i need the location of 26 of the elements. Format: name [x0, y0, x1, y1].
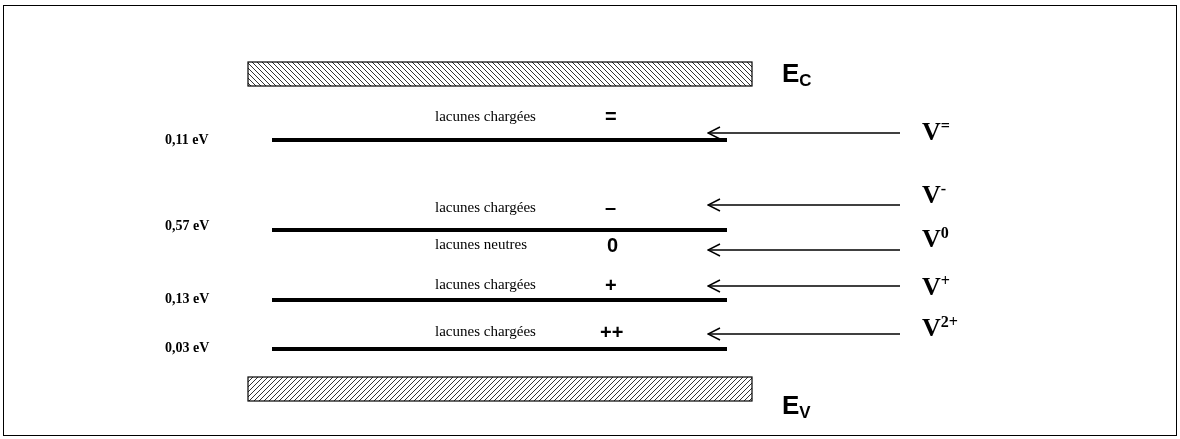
charge-sign: 0: [607, 235, 619, 255]
energy-value: 0,57 eV: [165, 219, 210, 233]
charge-sign: =: [605, 106, 617, 126]
level-description: lacunes chargées: [435, 324, 536, 339]
level-description: lacunes chargées: [435, 109, 536, 124]
vacancy-label: V$^{2+}$: [900, 315, 958, 341]
arrow: [707, 198, 901, 212]
arrow: [707, 279, 901, 293]
band-label: E$_{C}$: [782, 60, 812, 91]
arrow: [707, 126, 901, 140]
vacancy-label: V$^{-}$: [900, 182, 947, 208]
energy-value: 0,03 eV: [165, 341, 210, 355]
charge-sign: –: [605, 197, 617, 217]
band-label: E$_{V}$: [782, 392, 811, 423]
arrow: [707, 243, 901, 257]
vacancy-label: V$^{=}$: [900, 119, 950, 145]
energy-value: 0,13 eV: [165, 292, 210, 306]
vacancy-label: V$^{+}$: [900, 274, 950, 300]
energy-value: 0,11 eV: [165, 133, 209, 147]
level-description: lacunes chargées: [435, 200, 536, 215]
charge-sign: ++: [600, 322, 624, 342]
level-description: lacunes neutres: [435, 237, 528, 252]
charge-sign: +: [605, 275, 617, 295]
level-description: lacunes chargées: [435, 277, 536, 292]
vacancy-label: V$^{0}$: [900, 226, 949, 252]
arrow: [707, 327, 901, 341]
